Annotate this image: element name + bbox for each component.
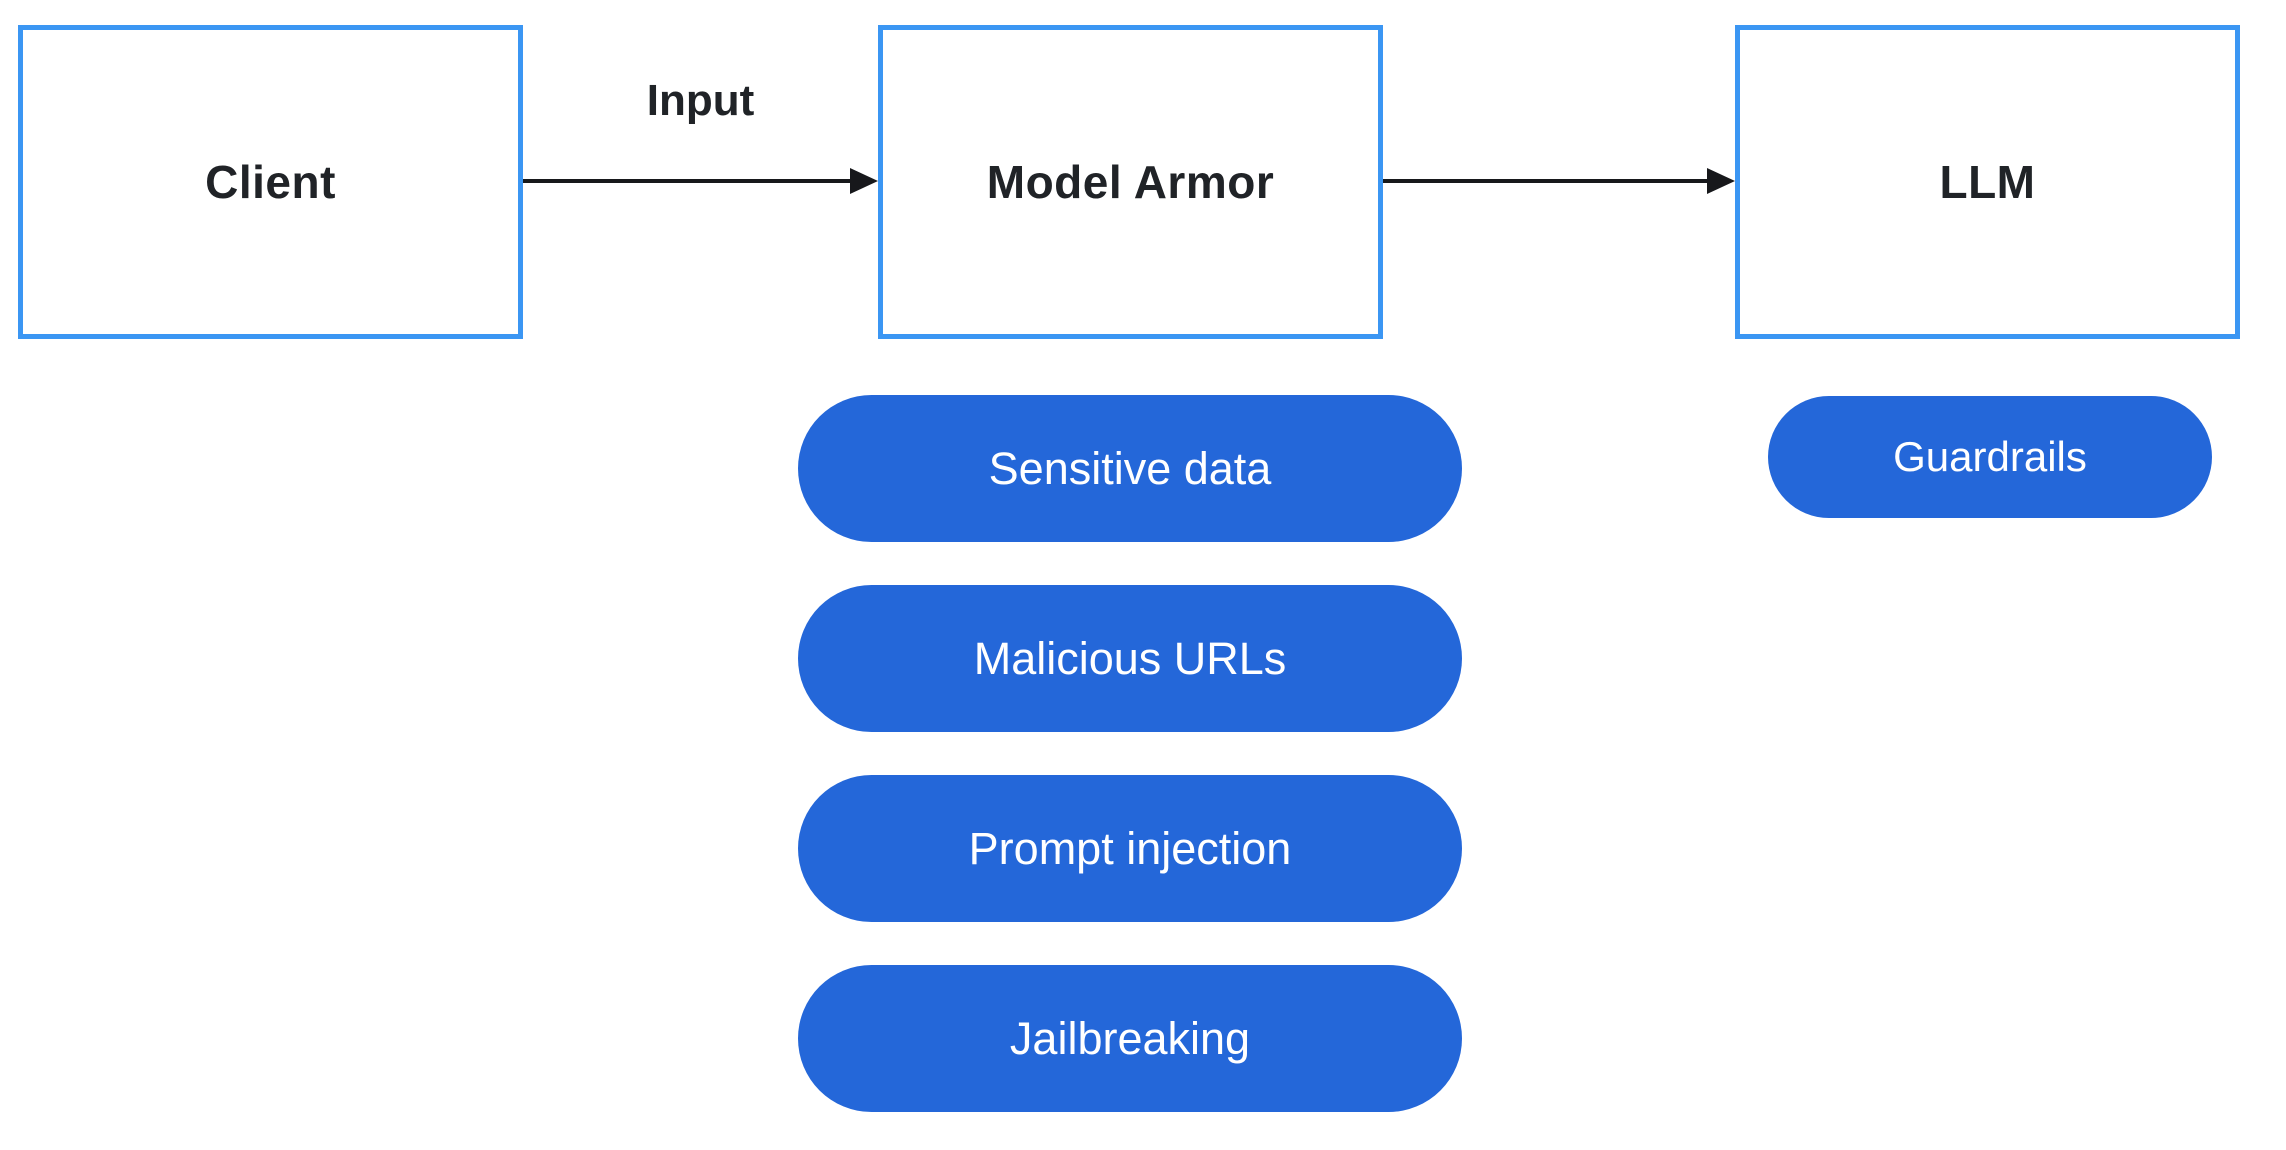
arrowhead-icon xyxy=(1707,168,1735,194)
guardrails-pill: Guardrails xyxy=(1768,396,2212,518)
model-armor-node-label: Model Armor xyxy=(986,156,1275,208)
arrow-shaft xyxy=(523,179,852,183)
arrow-shaft xyxy=(1383,179,1709,183)
filter-pill-sensitive-data: Sensitive data xyxy=(798,395,1462,542)
model-armor-to-llm-arrow xyxy=(1383,167,1735,195)
filter-pill-jailbreaking: Jailbreaking xyxy=(798,965,1462,1112)
input-edge-label: Input xyxy=(646,76,755,125)
model-armor-node: Model Armor xyxy=(878,25,1383,339)
client-to-model-armor-arrow xyxy=(523,167,878,195)
client-node: Client xyxy=(18,25,523,339)
llm-node: LLM xyxy=(1735,25,2240,339)
filter-pill-malicious-urls: Malicious URLs xyxy=(798,585,1462,732)
llm-node-label: LLM xyxy=(1939,156,2036,208)
arrowhead-icon xyxy=(850,168,878,194)
client-node-label: Client xyxy=(205,156,336,208)
filter-pill-prompt-injection: Prompt injection xyxy=(798,775,1462,922)
